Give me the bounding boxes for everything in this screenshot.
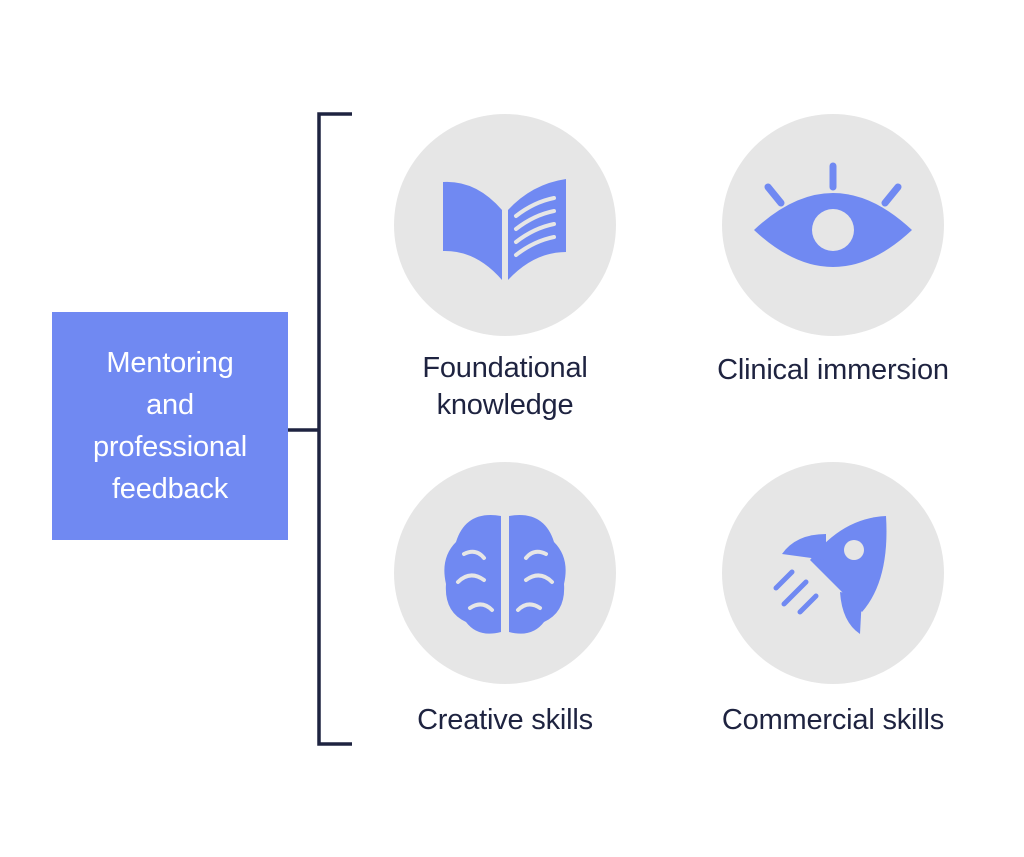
eye-icon [754, 162, 912, 267]
book-icon [443, 179, 566, 280]
root-node: Mentoring and professional feedback [52, 312, 288, 540]
branch-label-foundational: Foundational knowledge [422, 352, 588, 421]
brain-icon [444, 515, 566, 634]
rocket-icon [773, 516, 887, 634]
branch-circle-creative [394, 462, 616, 684]
connector-spine [317, 112, 352, 746]
branch-circle-commercial [722, 462, 944, 684]
branch-label-commercial: Commercial skills [721, 704, 945, 736]
root-label: Mentoring and professional feedback [93, 347, 247, 505]
branch-circle-foundational [394, 114, 616, 336]
branch-circle-clinical [722, 114, 944, 336]
branch-label-clinical: Clinical immersion [717, 354, 949, 386]
branch-label-creative: Creative skills [417, 704, 593, 736]
